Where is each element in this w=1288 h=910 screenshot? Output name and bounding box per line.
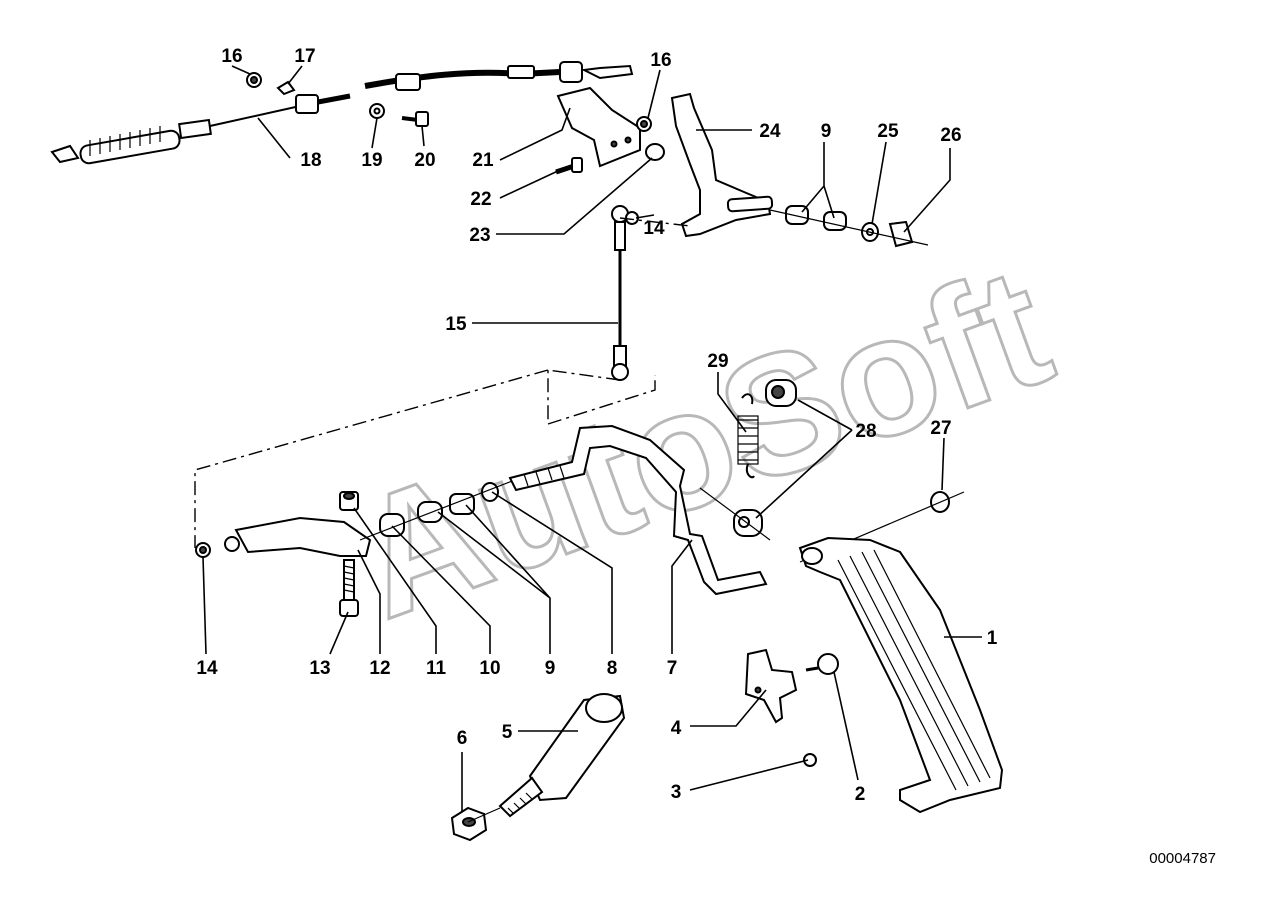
accelerator-pedal-1 — [798, 536, 1004, 814]
label-part-24: 24 — [759, 121, 781, 142]
cable-bracket-21 — [556, 86, 641, 168]
pedal-lever-12 — [224, 516, 372, 557]
nut-14-bottom — [195, 542, 211, 558]
label-part-19: 19 — [361, 150, 382, 171]
label-part-14-lower: 14 — [196, 658, 218, 679]
bushing-10 — [379, 513, 405, 537]
label-part-22: 22 — [470, 189, 491, 210]
label-part-8: 8 — [607, 658, 618, 679]
nut-3 — [803, 753, 817, 767]
label-part-4: 4 — [671, 718, 682, 739]
part-number-labels: 1 2 3 4 5 6 7 8 9 10 11 12 13 14 15 16 1… — [196, 46, 997, 805]
label-part-16-right: 16 — [650, 50, 671, 71]
watermark: AutoSoft — [333, 231, 1072, 655]
diagram-id: 00004787 — [1149, 850, 1216, 867]
clip-17 — [276, 80, 296, 96]
label-part-10: 10 — [479, 658, 500, 679]
label-part-6: 6 — [457, 728, 468, 749]
cap-23 — [645, 143, 665, 161]
label-part-9-lower: 9 — [545, 658, 556, 679]
nut-11 — [339, 491, 359, 511]
label-part-3: 3 — [671, 782, 682, 803]
label-part-15: 15 — [445, 314, 467, 335]
label-part-7: 7 — [667, 658, 678, 679]
leader-lines — [202, 65, 982, 812]
label-part-16-left: 16 — [221, 46, 242, 67]
label-part-25: 25 — [877, 121, 899, 142]
label-part-13: 13 — [309, 658, 330, 679]
label-part-20: 20 — [414, 150, 435, 171]
stop-knob-2 — [805, 653, 839, 675]
bushing-28-upper — [765, 379, 797, 407]
label-part-14-upper: 14 — [643, 218, 665, 239]
label-part-18: 18 — [300, 150, 321, 171]
label-part-23: 23 — [469, 225, 490, 246]
bushing-9-bottom-b — [449, 493, 475, 515]
label-part-17: 17 — [294, 46, 315, 67]
label-part-29: 29 — [707, 351, 728, 372]
nut-6 — [450, 806, 488, 842]
label-part-21: 21 — [472, 150, 494, 171]
pedal-shaft-7 — [508, 424, 768, 596]
bushing-9-bottom-a — [417, 501, 443, 523]
nut-16-top-right — [636, 116, 652, 132]
label-part-11: 11 — [426, 658, 447, 679]
washer-19 — [369, 103, 385, 119]
screw-20 — [401, 111, 429, 127]
stop-bracket-4 — [744, 648, 798, 724]
pushrod-15 — [611, 205, 629, 381]
label-part-27: 27 — [930, 418, 951, 439]
bolt-13 — [339, 559, 359, 617]
label-part-1: 1 — [987, 628, 998, 649]
label-part-28: 28 — [855, 421, 876, 442]
bushing-9-top-b — [823, 211, 847, 231]
label-part-9-upper: 9 — [821, 121, 832, 142]
throttle-lever-24 — [670, 92, 774, 238]
label-part-5: 5 — [502, 722, 513, 743]
nut-16-top-left — [246, 72, 262, 88]
kickdown-switch-5 — [498, 693, 626, 818]
throttle-cable — [50, 61, 634, 165]
label-part-2: 2 — [855, 784, 866, 805]
label-part-12: 12 — [369, 658, 390, 679]
label-part-26: 26 — [940, 125, 961, 146]
return-spring-29 — [737, 393, 759, 479]
